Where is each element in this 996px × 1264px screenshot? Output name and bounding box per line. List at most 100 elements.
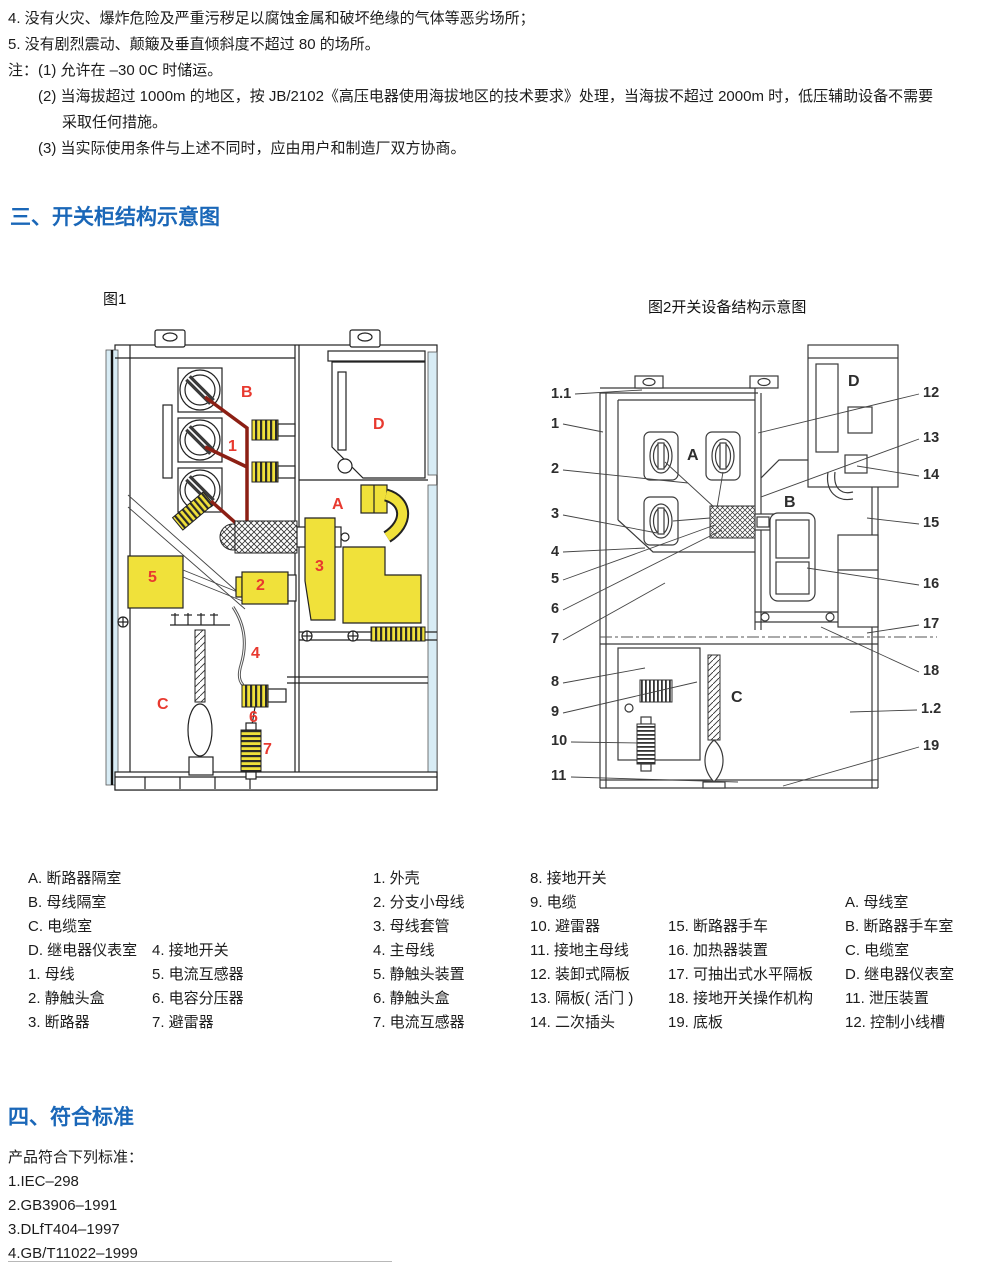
legend-item: 4. 接地开关 xyxy=(152,942,229,959)
fig2-oval-bushing xyxy=(705,431,741,481)
fig2-callout-12: 12 xyxy=(923,385,939,401)
legend-item: 12. 装卸式隔板 xyxy=(530,966,631,983)
fig1-breaker-3 xyxy=(304,484,426,642)
legend-item: 12. 控制小线槽 xyxy=(845,1014,946,1031)
fig1-label-4: 4 xyxy=(251,645,260,662)
legend-item: 3. 母线套管 xyxy=(373,918,450,935)
legend-item: 16. 加热器装置 xyxy=(668,942,769,959)
fig1-label-5: 5 xyxy=(148,569,157,586)
standards-intro: 产品符合下列标准： xyxy=(8,1149,144,1166)
legend-item: 8. 接地开关 xyxy=(530,870,607,887)
intro-line: 5. 没有剧烈震动、颠簸及垂直倾斜度不超过 80 的场所。 xyxy=(8,36,380,53)
legend-item: 13. 隔板( 活门 ) xyxy=(530,990,634,1007)
intro-notes: 4. 没有火灾、爆炸危险及严重污秽足以腐蚀金属和破坏绝缘的气体等恶劣场所； 5.… xyxy=(8,6,933,162)
legend-item: 9. 电缆 xyxy=(530,894,577,911)
fig1-label-A: A xyxy=(332,496,344,513)
fig2-callout-13: 13 xyxy=(923,430,939,446)
fig2-callout-1: 1 xyxy=(551,416,559,432)
fig2-callout-14: 14 xyxy=(923,467,939,483)
intro-line: 注：(1) 允许在 –30 0C 时储运。 xyxy=(8,62,223,79)
fig2-letter-A: A xyxy=(687,447,699,464)
fig2-callout-4: 4 xyxy=(551,544,559,560)
fig2-callout-7: 7 xyxy=(551,631,559,647)
fig2-letter-D: D xyxy=(848,373,860,390)
legend-item: 2. 分支小母线 xyxy=(373,894,465,911)
fig2-callout-numbers: 1.1 1 2 3 4 5 6 7 8 9 10 11 12 13 14 15 … xyxy=(551,385,941,784)
legend-item: 15. 断路器手车 xyxy=(668,918,769,935)
legend-item: 7. 避雷器 xyxy=(152,1014,214,1031)
legend-column-4: 8. 接地开关 9. 电缆 10. 避雷器 11. 接地主母线 12. 装卸式隔板 13.… xyxy=(530,867,633,1035)
legend-item: D. 继电器仪表室 xyxy=(845,966,955,983)
fig2-callout-17: 17 xyxy=(923,616,939,632)
fig2-compartment-letters: A B C D xyxy=(687,373,860,706)
fig2-oval-bushing xyxy=(643,431,679,481)
figure2-switchgear-line-drawing: 1.1 1 2 3 4 5 6 7 8 9 10 11 12 13 14 15 … xyxy=(551,344,941,789)
legend-item: 10. 避雷器 xyxy=(530,918,601,935)
fig2-callout-15: 15 xyxy=(923,515,939,531)
fig1-label-1: 1 xyxy=(228,438,237,455)
fig2-letter-B: B xyxy=(784,494,796,511)
legend-item: 17. 可抽出式水平隔板 xyxy=(668,966,814,983)
legend-item: 5. 静触头装置 xyxy=(373,966,465,983)
intro-line: 4. 没有火灾、爆炸危险及严重污秽足以腐蚀金属和破坏绝缘的气体等恶劣场所； xyxy=(8,10,535,27)
section-heading-structure: 三、开关柜结构示意图 xyxy=(10,206,220,229)
legend-item: 3. 断路器 xyxy=(28,1014,90,1031)
fig2-callout-8: 8 xyxy=(551,674,559,690)
fig2-callout-16: 16 xyxy=(923,576,939,592)
legend-item: 1. 外壳 xyxy=(373,870,420,887)
legend-item: 14. 二次插头 xyxy=(530,1014,616,1031)
fig2-cable-compartment xyxy=(617,647,726,789)
legend-item: C. 电缆室 xyxy=(845,942,910,959)
legend-item: 11. 泄压装置 xyxy=(845,990,929,1007)
fig1-label-D: D xyxy=(373,416,385,433)
fig2-breaker-handcart xyxy=(769,454,879,628)
legend-item: B. 母线隔室 xyxy=(28,894,107,911)
fig1-labels: B 1 D A 3 2 5 4 C 6 7 xyxy=(148,384,385,758)
fig2-leader-lines xyxy=(562,389,920,787)
fig2-callout-18: 18 xyxy=(923,663,939,679)
intro-line: (2) 当海拔超过 1000m 的地区，按 JB/2102《高压电器使用海拔地区… xyxy=(38,88,934,105)
legend-item: 11. 接地主母线 xyxy=(530,942,629,959)
fig1-component-5-box xyxy=(127,555,246,609)
fig2-callout-1-1: 1.1 xyxy=(551,386,571,402)
legend-item: B. 断路器手车室 xyxy=(845,918,954,935)
fig1-bushing-middle xyxy=(177,417,223,463)
legend-column-6: A. 母线室 B. 断路器手车室 C. 电缆室 D. 继电器仪表室 11. 泄压装置 12… xyxy=(845,891,954,1035)
legend-item: 5. 电流互感器 xyxy=(152,966,244,983)
figure1-switchgear-cutaway: B 1 D A 3 2 5 4 C 6 7 xyxy=(105,329,438,791)
figure2-caption: 图2开关设备结构示意图 xyxy=(648,299,807,316)
page-bottom-rule xyxy=(8,1261,392,1262)
fig2-callout-5: 5 xyxy=(551,571,559,587)
standard-item: 4.GB/T11022–1999 xyxy=(8,1245,138,1262)
standard-item: 3.DLfT404–1997 xyxy=(8,1221,120,1238)
fig1-label-B: B xyxy=(241,384,253,401)
intro-line: (3) 当实际使用条件与上述不同时，应由用户和制造厂双方协商。 xyxy=(38,140,466,157)
fig1-label-C: C xyxy=(157,696,169,713)
fig2-callout-10: 10 xyxy=(551,733,567,749)
fig1-branch-insulators xyxy=(251,419,296,483)
legend-item: 19. 底板 xyxy=(668,1014,724,1031)
legend-item: 7. 电流互感器 xyxy=(373,1014,465,1031)
legend-item: A. 母线室 xyxy=(845,894,909,911)
fig1-cable-compartment xyxy=(170,606,287,780)
intro-line: 采取任何措施。 xyxy=(62,114,168,131)
fig1-component-2-box xyxy=(235,571,297,605)
standard-item: 2.GB3906–1991 xyxy=(8,1197,118,1214)
figure1-caption: 图1 xyxy=(103,291,127,308)
legend-item: 1. 母线 xyxy=(28,966,75,983)
fig1-label-7: 7 xyxy=(263,741,272,758)
fig1-label-6: 6 xyxy=(249,709,258,726)
fig2-callout-6: 6 xyxy=(551,601,559,617)
fig1-label-3: 3 xyxy=(315,558,324,575)
fig2-bushing-ovals xyxy=(643,431,741,546)
fig2-callout-2: 2 xyxy=(551,461,559,477)
fig2-oval-bushing xyxy=(643,496,679,546)
legend-item: 4. 主母线 xyxy=(373,942,435,959)
